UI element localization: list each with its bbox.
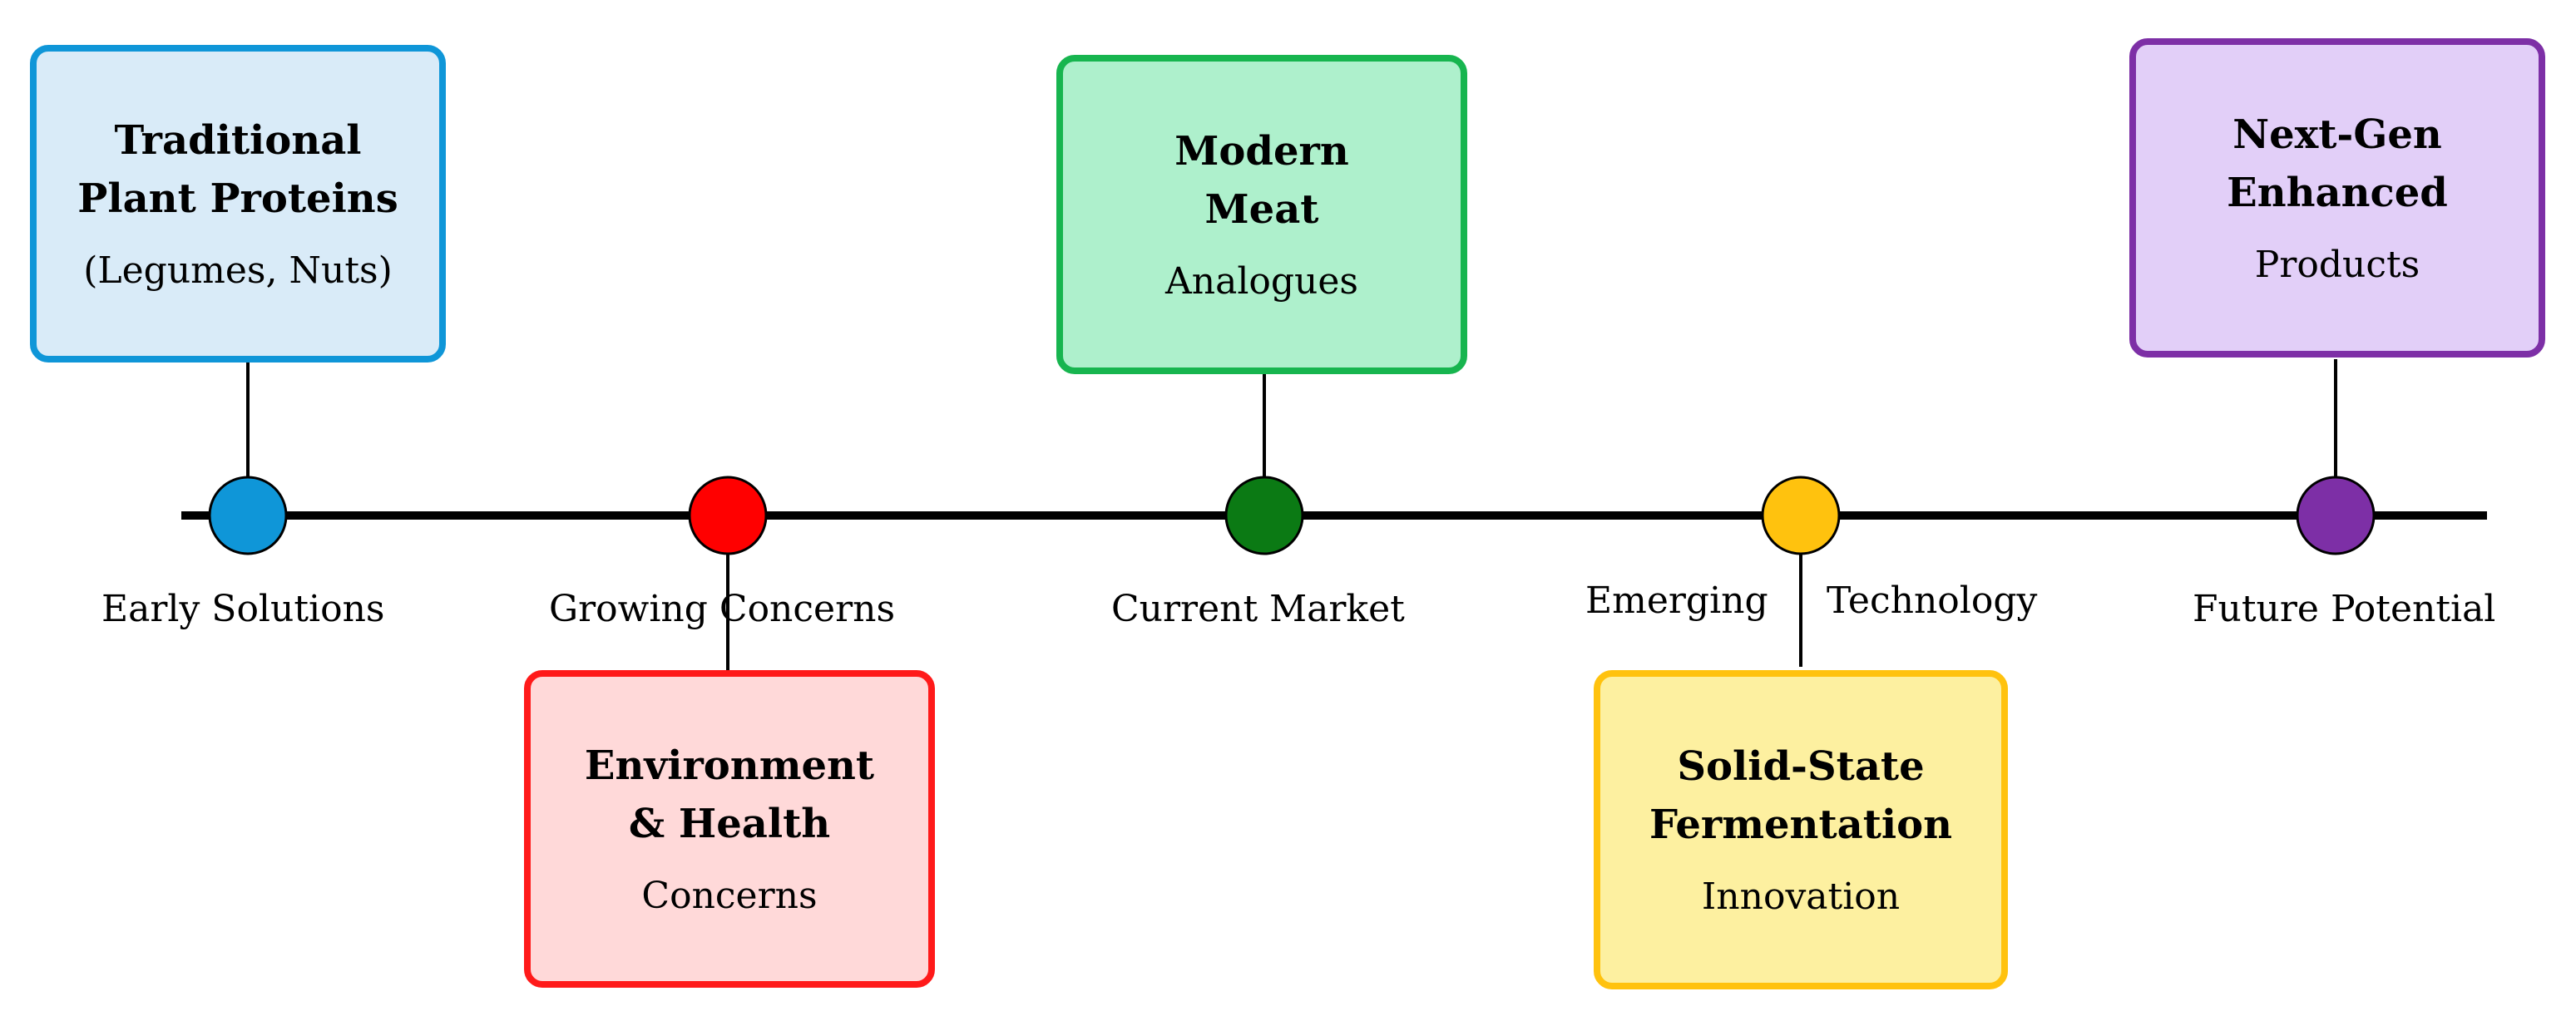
box-solid-state-fermentation: Solid-State Fermentation Innovation: [1594, 670, 2008, 989]
dot-future-potential: [2296, 476, 2376, 555]
title-line-2: Enhanced: [2227, 170, 2448, 216]
box-subtitle: Analogues: [1164, 260, 1359, 303]
box-title: Traditional Plant Proteins: [77, 111, 398, 228]
box-title: Solid-State Fermentation: [1649, 737, 1952, 854]
label-early-solutions: Early Solutions: [101, 588, 385, 630]
box-environment-health: Environment & Health Concerns: [524, 670, 935, 988]
box-title: Modern Meat: [1174, 122, 1348, 239]
dot-growing-concerns: [688, 476, 768, 555]
title-line-2: & Health: [628, 801, 831, 847]
label-growing-concerns: Growing Concerns: [549, 588, 896, 630]
box-title: Next-Gen Enhanced: [2227, 106, 2448, 222]
box-subtitle: Concerns: [641, 875, 818, 917]
box-subtitle: Products: [2254, 244, 2420, 286]
title-line-2: Fermentation: [1649, 801, 1953, 848]
title-line-1: Solid-State: [1677, 743, 1925, 790]
label-emerging: Emerging: [1585, 580, 1768, 622]
dot-early-solutions: [208, 476, 288, 555]
box-subtitle: (Legumes, Nuts): [83, 249, 393, 292]
title-line-2: Meat: [1204, 186, 1319, 233]
label-technology: Technology: [1827, 580, 2038, 622]
dot-emerging-technology: [1761, 476, 1841, 555]
title-line-1: Modern: [1174, 128, 1349, 175]
label-current-market: Current Market: [1111, 588, 1405, 630]
title-line-2: Plant Proteins: [77, 175, 398, 222]
box-title: Environment & Health: [585, 737, 874, 853]
label-future-potential: Future Potential: [2193, 588, 2496, 630]
title-line-1: Next-Gen: [2232, 111, 2442, 158]
dot-current-market: [1224, 476, 1304, 555]
box-next-gen-enhanced: Next-Gen Enhanced Products: [2129, 38, 2545, 358]
box-traditional-plant-proteins: Traditional Plant Proteins (Legumes, Nut…: [30, 45, 446, 363]
title-line-1: Traditional: [114, 117, 362, 164]
title-line-1: Environment: [584, 742, 875, 789]
box-subtitle: Innovation: [1701, 875, 1901, 918]
box-modern-meat: Modern Meat Analogues: [1056, 55, 1467, 374]
